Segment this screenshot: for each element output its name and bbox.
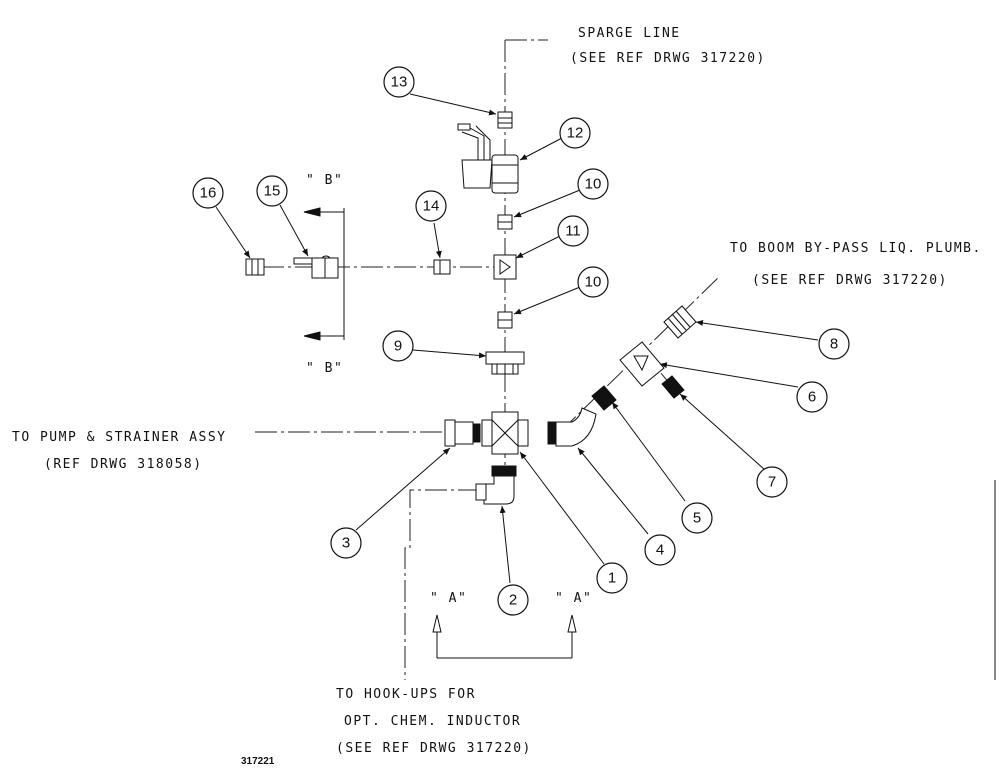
svg-text:2: 2 — [509, 592, 517, 609]
pump-ref-label: (REF DRWG 318058) — [44, 457, 203, 472]
svg-text:8: 8 — [830, 336, 838, 353]
svg-text:7: 7 — [768, 474, 776, 491]
section-a-label-right: " A" — [555, 591, 592, 606]
svg-text:1: 1 — [608, 570, 616, 587]
balloon-2: 2 — [497, 584, 529, 616]
part-2-street-elbow — [475, 465, 517, 505]
boom-bypass-label: TO BOOM BY-PASS LIQ. PLUMB. — [730, 241, 982, 256]
balloon-16: 16 — [192, 177, 224, 209]
hookups-label-line1: TO HOOK-UPS FOR — [336, 687, 476, 702]
svg-text:16: 16 — [200, 185, 217, 202]
section-a-cut-line: " A" " A" — [430, 591, 592, 659]
hookups-label-line3: (SEE REF DRWG 317220) — [336, 741, 532, 756]
pump-strainer-label: TO PUMP & STRAINER ASSY — [12, 430, 227, 445]
part-8-hose-barb — [663, 305, 697, 339]
svg-text:14: 14 — [423, 198, 440, 215]
balloon-15: 15 — [256, 175, 288, 207]
section-b-label-bottom: " B" — [306, 361, 343, 376]
balloon-4: 4 — [644, 534, 676, 566]
svg-text:4: 4 — [656, 542, 664, 559]
hookups-label-line2: OPT. CHEM. INDUCTOR — [344, 714, 521, 729]
svg-text:3: 3 — [342, 535, 350, 552]
part-12-solenoid-valve — [457, 123, 519, 194]
part-5-nipple — [591, 385, 617, 411]
balloon-14: 14 — [415, 190, 447, 222]
part-16-fitting — [245, 258, 265, 276]
drawing-number: 317221 — [241, 756, 275, 767]
svg-text:15: 15 — [264, 183, 281, 200]
part-9-bushing — [485, 351, 525, 375]
part-14-fitting — [433, 259, 451, 275]
part-6-tee — [619, 341, 665, 387]
sparge-line-label: SPARGE LINE — [578, 26, 681, 41]
svg-text:6: 6 — [808, 389, 816, 406]
svg-text:5: 5 — [693, 510, 701, 527]
part-4-elbow — [547, 407, 597, 447]
svg-text:9: 9 — [394, 338, 402, 355]
balloon-10-lower: 10 — [577, 266, 609, 298]
section-b-label-top: " B" — [306, 173, 343, 188]
part-3-adapter — [444, 419, 481, 447]
part-13-fitting — [497, 111, 513, 129]
part-1-cross — [481, 411, 529, 455]
balloon-5: 5 — [681, 502, 713, 534]
sparge-ref-label: (SEE REF DRWG 317220) — [570, 51, 766, 66]
balloon-1: 1 — [596, 562, 628, 594]
svg-text:13: 13 — [391, 74, 408, 91]
balloon-7: 7 — [756, 466, 788, 498]
section-b-cut-line: " B" " B" — [303, 173, 345, 376]
balloon-10-upper: 10 — [577, 168, 609, 200]
balloon-9: 9 — [382, 330, 414, 362]
leader-lines — [215, 93, 819, 584]
part-11-tee — [493, 254, 517, 280]
part-7-plug — [661, 375, 685, 399]
svg-text:11: 11 — [565, 223, 581, 240]
section-a-label-left: " A" — [430, 591, 467, 606]
svg-text:10: 10 — [585, 176, 602, 193]
balloon-6: 6 — [796, 381, 828, 413]
svg-text:10: 10 — [585, 274, 602, 291]
balloon-12: 12 — [559, 117, 591, 149]
balloon-11: 11 — [557, 215, 589, 247]
part-10-nipple-lower — [497, 311, 513, 329]
svg-text:12: 12 — [567, 125, 584, 142]
balloon-13: 13 — [383, 66, 415, 98]
balloon-3: 3 — [330, 527, 362, 559]
part-10-nipple-upper — [497, 214, 513, 230]
part-15-ball-valve — [293, 255, 339, 279]
balloon-8: 8 — [818, 328, 850, 360]
boom-ref-label: (SEE REF DRWG 317220) — [752, 273, 948, 288]
